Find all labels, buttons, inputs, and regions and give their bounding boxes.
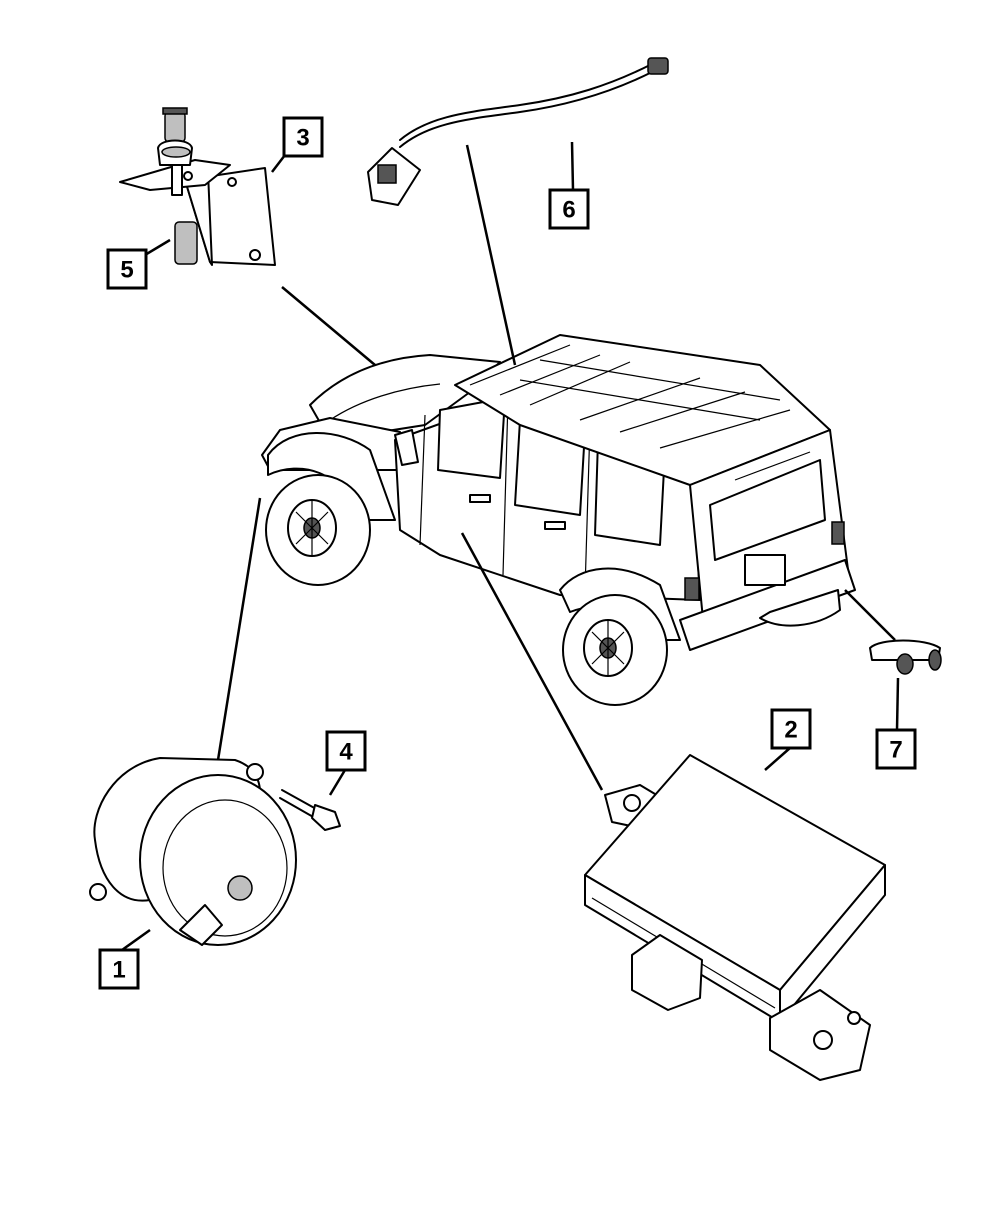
callout-6-label: 6	[562, 197, 575, 224]
leader-2-callout	[764, 747, 791, 771]
part-7-push-pin	[869, 639, 942, 675]
leader-1-callout	[121, 928, 151, 952]
callout-7: 7	[875, 728, 917, 770]
leader-4-callout	[328, 769, 347, 796]
leader-6-callout	[570, 141, 575, 191]
callout-3-label: 3	[296, 125, 309, 152]
part-6-wiring-harness	[367, 57, 669, 206]
callout-7-label: 7	[889, 737, 902, 764]
leader-6	[465, 144, 517, 366]
callout-5: 5	[106, 248, 148, 290]
part-5-sensor	[157, 107, 198, 265]
leader-2	[460, 532, 604, 791]
leader-5-callout	[144, 238, 171, 257]
callout-1-label: 1	[112, 957, 125, 984]
callout-6: 6	[548, 188, 590, 230]
callout-2: 2	[770, 708, 812, 750]
leader-3	[281, 286, 376, 366]
leader-3-callout	[271, 154, 286, 173]
part-1-horn	[89, 757, 297, 946]
callout-5-label: 5	[120, 257, 133, 284]
callout-4-label: 4	[339, 739, 353, 766]
vehicle-illustration	[261, 334, 856, 706]
part-2-control-module	[584, 754, 886, 1081]
leader-7	[844, 589, 896, 641]
rear-wheel	[562, 594, 668, 706]
leader-7-callout	[895, 677, 900, 731]
part-4-bolt	[279, 789, 341, 831]
callout-1: 1	[98, 948, 140, 990]
leader-1	[216, 497, 262, 761]
front-wheel	[265, 474, 371, 586]
callout-2-label: 2	[784, 717, 797, 744]
callout-4: 4	[325, 730, 367, 772]
callout-3: 3	[282, 116, 324, 158]
